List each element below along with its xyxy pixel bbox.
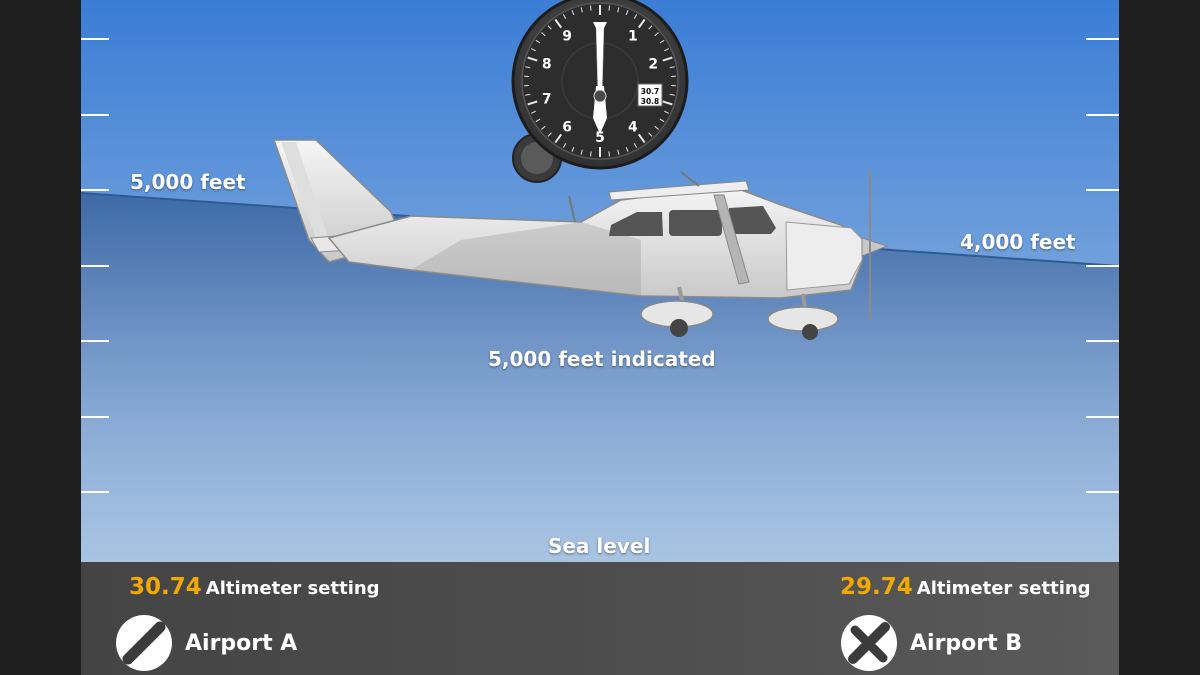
dial-tick bbox=[527, 100, 538, 106]
dial-tick bbox=[637, 18, 646, 29]
airport-a-name: Airport A bbox=[185, 630, 298, 656]
dial-tick bbox=[669, 93, 675, 96]
altimeter-gauge: 918273645 30.7 30.8 bbox=[511, 0, 689, 183]
dial-number: 5 bbox=[595, 130, 605, 146]
altitude-scene: 918273645 30.7 30.8 bbox=[81, 0, 1119, 562]
airport-a-setting-label: Altimeter setting bbox=[205, 578, 380, 599]
kollsman-window bbox=[637, 83, 663, 107]
dial-tick bbox=[625, 10, 629, 16]
dial-tick bbox=[608, 151, 611, 157]
dial-tick bbox=[648, 25, 653, 30]
dial-number: 8 bbox=[542, 57, 552, 73]
dial-tick bbox=[580, 149, 583, 155]
dial-tick bbox=[589, 151, 592, 157]
dial-tick bbox=[535, 39, 541, 44]
dial-tick bbox=[531, 48, 536, 52]
left-altitude-label: 5,000 feet bbox=[130, 170, 246, 194]
dial-tick bbox=[662, 100, 673, 106]
dial-number: 9 bbox=[562, 29, 572, 45]
dial-tick bbox=[589, 5, 592, 11]
dial-tick bbox=[571, 10, 575, 16]
dial-number: 1 bbox=[628, 29, 638, 45]
dial-tick bbox=[662, 56, 673, 62]
dial-number: 6 bbox=[562, 119, 572, 135]
altimeter-top-pointer bbox=[593, 22, 607, 36]
dial-tick bbox=[531, 110, 536, 114]
sea-level-label: Sea level bbox=[548, 534, 651, 558]
dial-tick bbox=[527, 56, 538, 62]
airport-b-name: Airport B bbox=[910, 630, 1023, 656]
runway-crossed-icon bbox=[841, 615, 897, 671]
right-altitude-label: 4,000 feet bbox=[960, 230, 1076, 254]
dial-number: 2 bbox=[648, 57, 658, 73]
dial-tick bbox=[608, 5, 611, 11]
dial-tick bbox=[547, 132, 552, 137]
dial-tick bbox=[541, 125, 546, 130]
dial-tick bbox=[637, 133, 646, 144]
scale-ticks-right bbox=[1086, 38, 1119, 493]
dial-tick bbox=[633, 14, 638, 20]
dial-tick bbox=[525, 66, 531, 69]
dial-tick bbox=[571, 146, 575, 152]
airport-b-setting-label: Altimeter setting bbox=[916, 578, 1091, 599]
diagram-stage: 918273645 30.7 30.8 5,000 feet 4,000 fee… bbox=[81, 0, 1119, 675]
dial-tick bbox=[541, 32, 546, 37]
kollsman-value-upper: 30.7 bbox=[641, 87, 660, 96]
pressure-layer bbox=[81, 193, 1119, 562]
airplane-illustration bbox=[272, 139, 889, 340]
dial-tick bbox=[554, 18, 563, 29]
scale-ticks-left bbox=[81, 38, 109, 493]
dial-tick bbox=[535, 118, 541, 123]
airport-b: Airport B bbox=[840, 614, 1022, 672]
dial-tick bbox=[664, 110, 669, 114]
dial-tick bbox=[669, 66, 675, 69]
dial-tick bbox=[664, 48, 669, 52]
airport-a: Airport A bbox=[115, 614, 297, 672]
dial-tick bbox=[547, 25, 552, 30]
dial-tick bbox=[659, 39, 665, 44]
dial-number: 4 bbox=[628, 119, 638, 135]
dial-tick bbox=[562, 142, 567, 148]
dial-tick bbox=[648, 132, 653, 137]
runway-single-icon bbox=[116, 615, 172, 671]
dial-tick bbox=[617, 149, 620, 155]
kollsman-value-lower: 30.8 bbox=[641, 97, 660, 106]
dial-tick bbox=[562, 14, 567, 20]
airport-b-setting-value: 29.74 bbox=[840, 574, 913, 600]
dial-tick bbox=[617, 7, 620, 13]
dial-tick bbox=[659, 118, 665, 123]
dial-tick bbox=[625, 146, 629, 152]
dial-tick bbox=[654, 125, 659, 130]
dial-tick bbox=[525, 93, 531, 96]
dial-tick bbox=[580, 7, 583, 13]
altimeter-ticks bbox=[524, 5, 676, 157]
dial-tick bbox=[554, 133, 563, 144]
indicated-altitude-label: 5,000 feet indicated bbox=[488, 347, 716, 371]
dial-tick bbox=[633, 142, 638, 148]
dial-tick bbox=[654, 32, 659, 37]
airport-a-setting-value: 30.74 bbox=[129, 574, 202, 600]
dial-number: 7 bbox=[542, 91, 552, 107]
